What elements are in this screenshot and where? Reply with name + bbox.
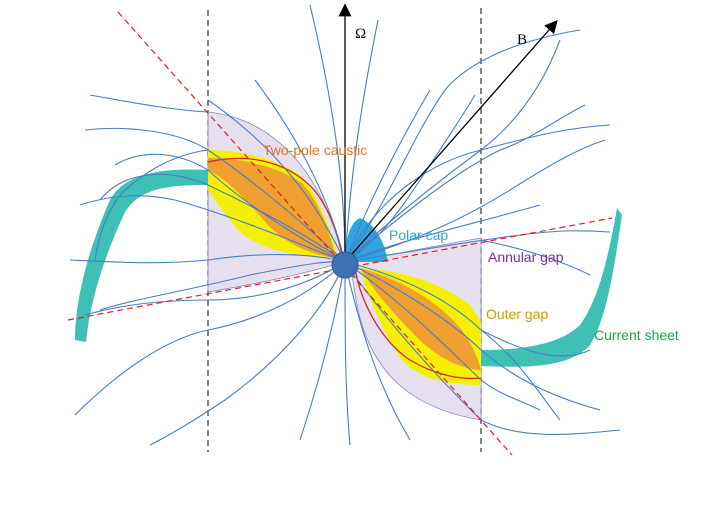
rotational-equator-line	[67, 217, 613, 321]
current-sheet-bands	[75, 169, 622, 367]
magnetic-axis-dashed-line	[117, 11, 513, 456]
annular-gap-label: Annular gap	[488, 249, 564, 265]
outer-gaps	[208, 150, 481, 385]
two-pole-caustic-label: Two-pole caustic	[263, 142, 367, 158]
polar-cap-label: Polar cap	[389, 227, 448, 243]
outer-gap-upper-left-core	[208, 158, 336, 258]
omega-label: Ω	[355, 26, 366, 42]
magnetic-axis-b-arrow	[344, 20, 558, 263]
current-sheet-right	[481, 208, 622, 367]
caustic-boundary-lower	[354, 267, 482, 380]
neutron-star	[331, 251, 359, 279]
b-label: B	[517, 32, 527, 48]
outer-gap-lower-right-core	[360, 268, 481, 370]
current-sheet-left	[75, 169, 208, 342]
current-sheet-label: Current sheet	[594, 327, 679, 343]
outer-gap-label: Outer gap	[486, 306, 548, 322]
polar-cap-wedge	[345, 218, 388, 262]
